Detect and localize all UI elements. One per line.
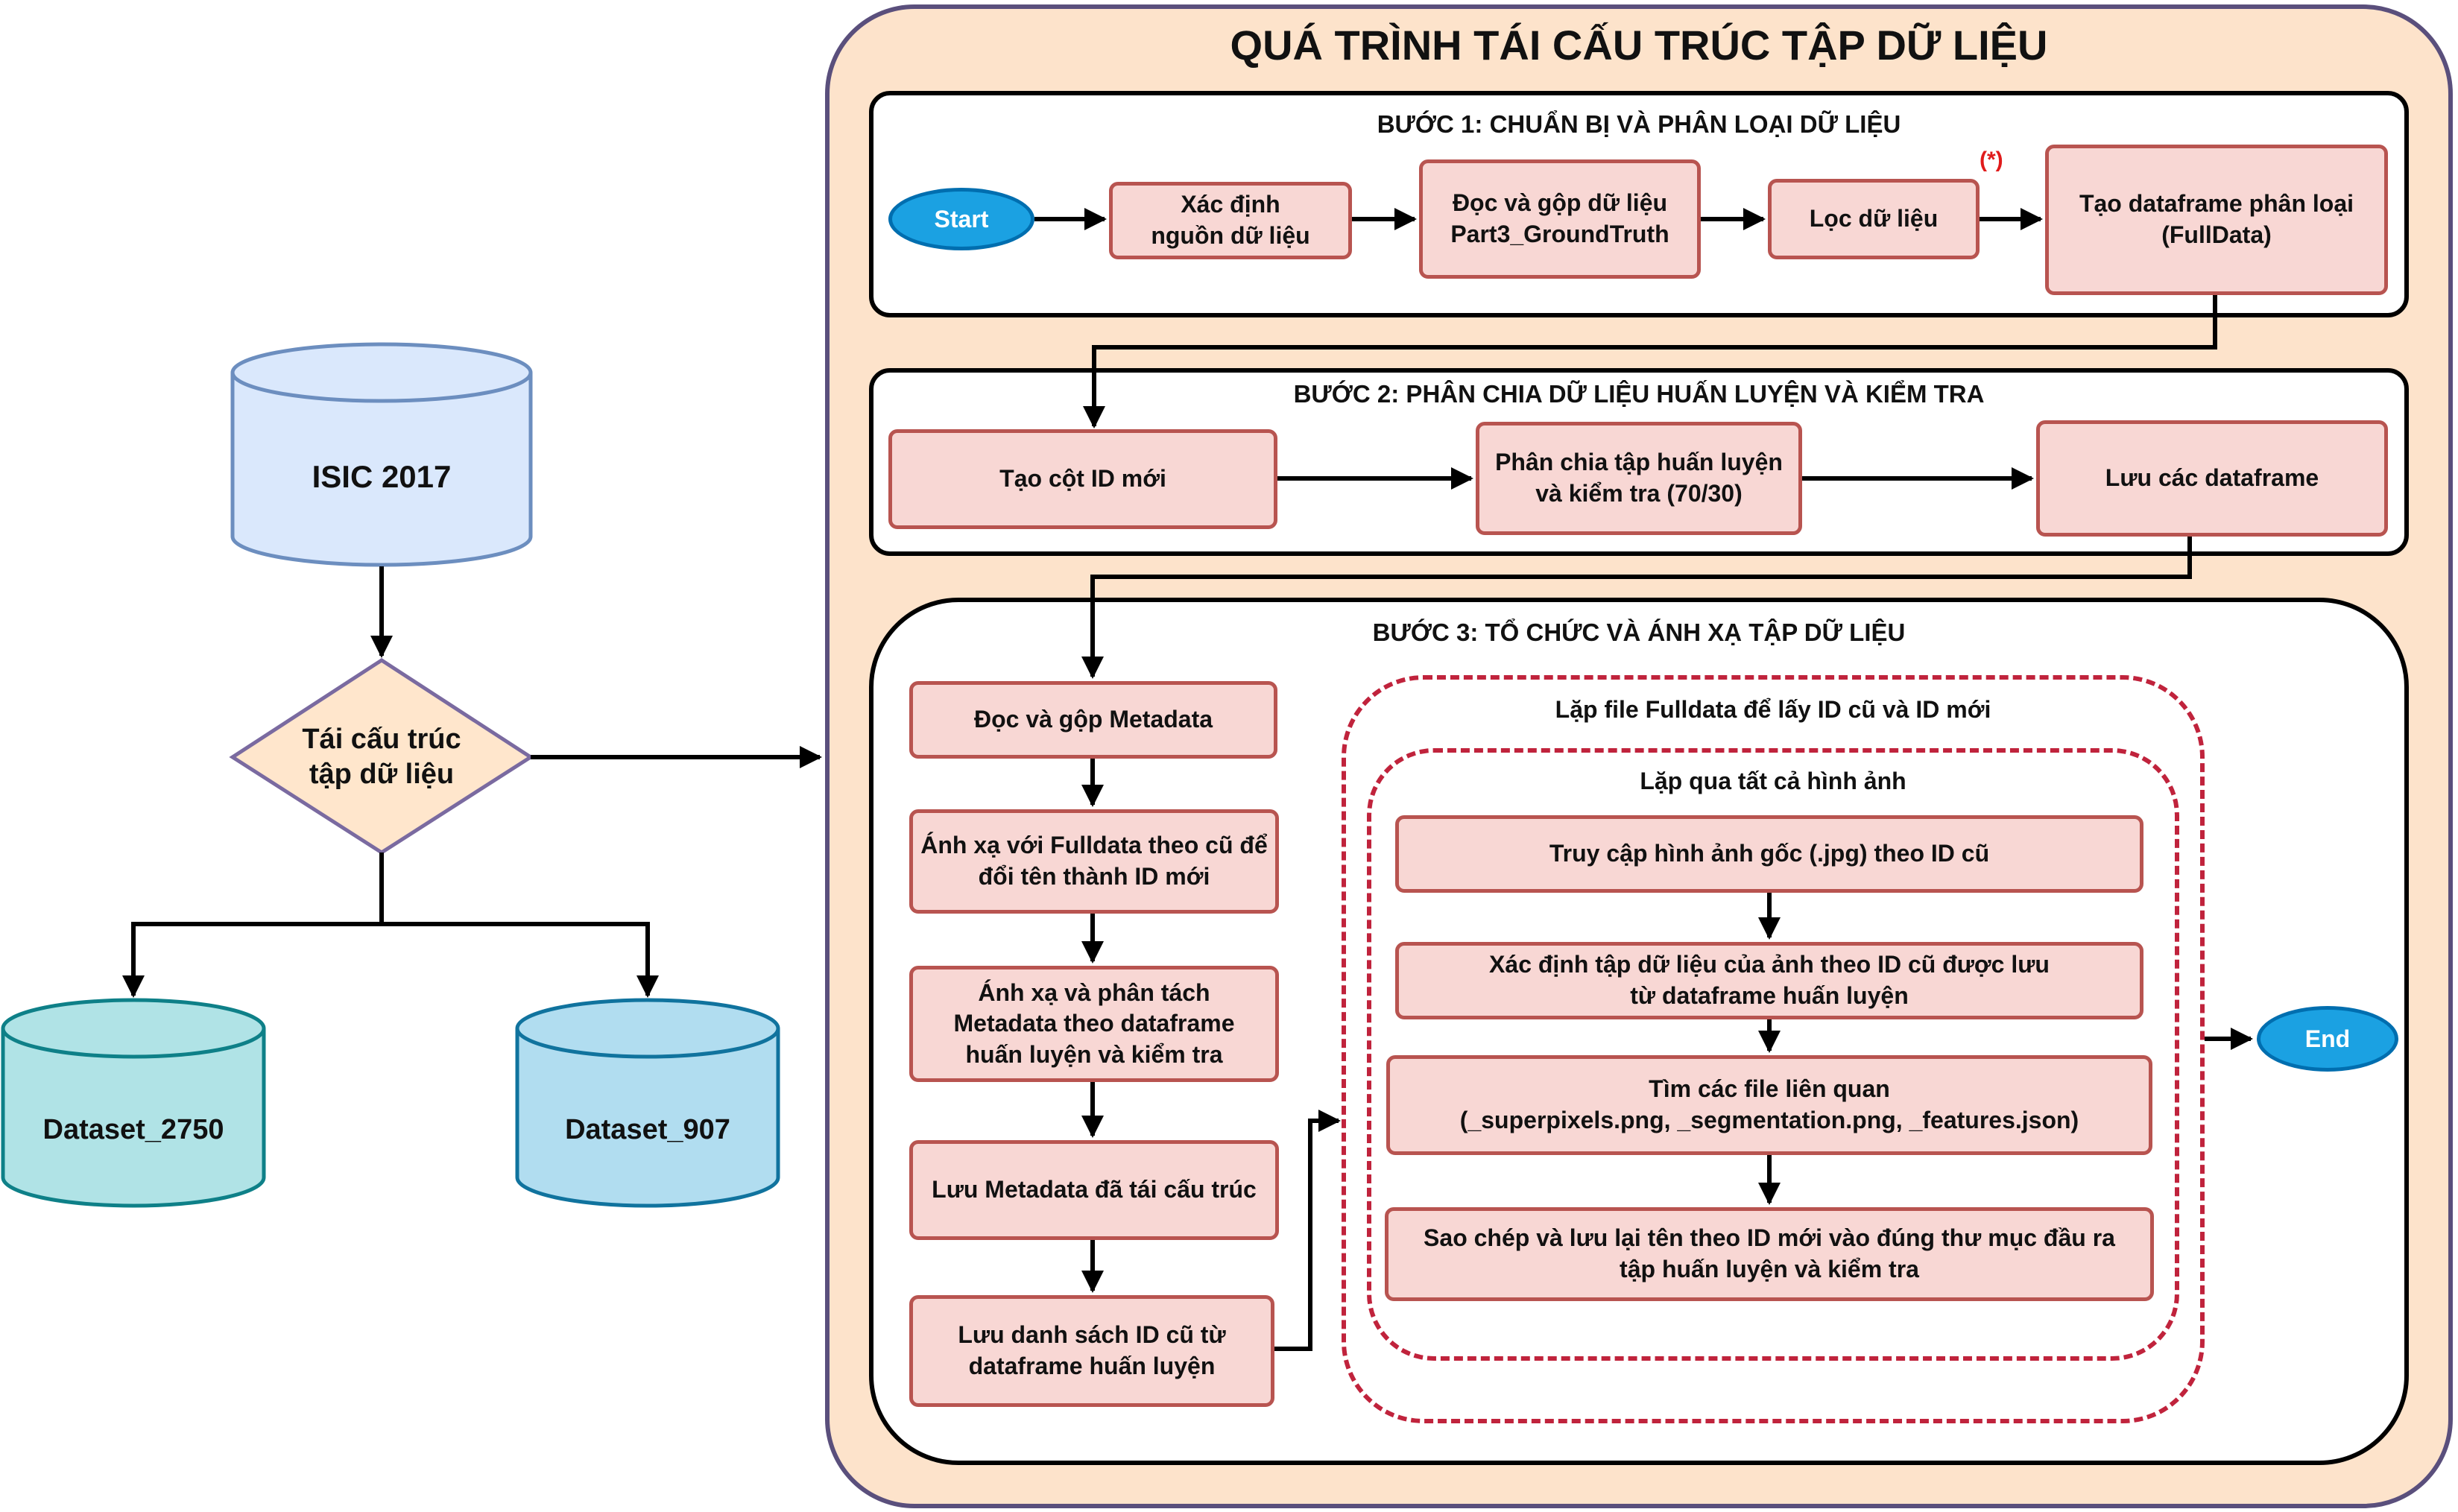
decision-label: Tái cấu trúc tập dữ liệu (302, 723, 461, 791)
step3-read-merge-metadata: Đọc và gộp Metadata (909, 681, 1277, 759)
inner-loop-label: Lặp qua tất cả hình ảnh (1640, 768, 1906, 794)
step1-note-marker: (*) (1980, 148, 2003, 172)
step2-title: BƯỚC 2: PHÂN CHIA DỮ LIỆU HUẤN LUYỆN VÀ … (1293, 380, 1985, 408)
inner-access-original-image: Truy cập hình ảnh gốc (.jpg) theo ID cũ (1395, 815, 2143, 893)
step2-create-new-id: Tạo cột ID mới (888, 429, 1277, 529)
inner-loop-container (1367, 748, 2179, 1361)
step1-filter-data: Lọc dữ liệu (1768, 179, 1980, 259)
dataset-907-label: Dataset_907 (565, 1113, 730, 1145)
step3-map-fulldata-rename: Ánh xạ với Fulldata theo cũ để đổi tên t… (909, 809, 1279, 914)
step1-identify-source: Xác định nguồn dữ liệu (1109, 182, 1352, 259)
start-terminal: Start (888, 188, 1034, 250)
arrow-decision-to-dataset-2750 (122, 853, 384, 998)
isic-2017-label: ISIC 2017 (312, 459, 452, 494)
outer-loop-label: Lặp file Fulldata để lấy ID cũ và ID mới (1555, 696, 1991, 723)
step3-map-split-metadata: Ánh xạ và phân tách Metadata theo datafr… (909, 966, 1279, 1082)
step1-read-merge-groundtruth: Đọc và gộp dữ liệu Part3_GroundTruth (1419, 159, 1701, 279)
step3-save-metadata: Lưu Metadata đã tái cấu trúc (909, 1140, 1279, 1240)
dataset-907-cylinder (515, 998, 780, 1208)
step3-save-old-id-list: Lưu danh sách ID cũ từ dataframe huấn lu… (909, 1295, 1274, 1407)
main-title: QUÁ TRÌNH TÁI CẤU TRÚC TẬP DỮ LIỆU (1230, 22, 2048, 69)
arrow-decision-to-dataset-907 (382, 922, 659, 998)
arrow-step1-to-step2 (1083, 295, 2217, 428)
step3-title: BƯỚC 3: TỔ CHỨC VÀ ÁNH XẠ TẬP DỮ LIỆU (1372, 619, 1906, 646)
inner-find-related-files: Tìm các file liên quan (_superpixels.png… (1386, 1055, 2152, 1155)
step1-title: BƯỚC 1: CHUẨN BỊ VÀ PHÂN LOẠI DỮ LIỆU (1377, 110, 1901, 138)
end-terminal: End (2257, 1006, 2398, 1072)
step2-save-dataframes: Lưu các dataframe (2036, 420, 2388, 537)
step2-split-train-test: Phân chia tập huấn luyện và kiểm tra (70… (1476, 422, 1802, 535)
step1-create-fulldata: Tạo dataframe phân loại (FullData) (2045, 145, 2388, 295)
inner-identify-dataset: Xác định tập dữ liệu của ảnh theo ID cũ … (1395, 942, 2143, 1019)
arrow-step2-to-step3 (1081, 537, 2192, 679)
arrow-s3-5-to-loop (1274, 1110, 1341, 1351)
outer-loop-container (1342, 675, 2205, 1423)
dataset-2750-label: Dataset_2750 (42, 1113, 224, 1145)
isic-database-cylinder (230, 342, 533, 567)
dataset-2750-cylinder (1, 998, 266, 1208)
inner-copy-rename: Sao chép và lưu lại tên theo ID mới vào … (1385, 1207, 2154, 1301)
